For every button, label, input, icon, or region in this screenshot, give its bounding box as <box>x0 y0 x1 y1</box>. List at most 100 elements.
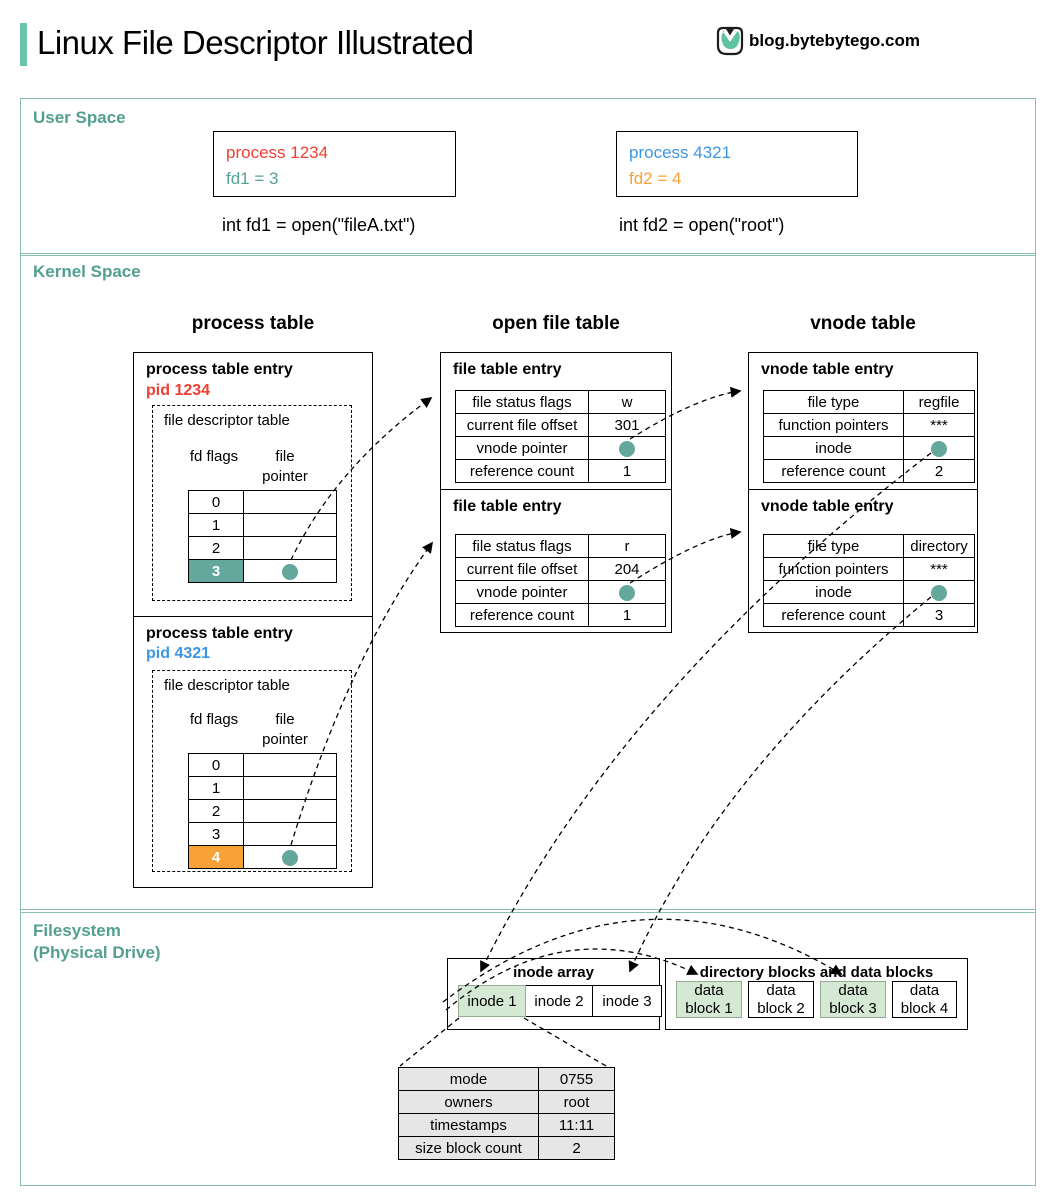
filesystem-label-line2: (Physical Drive) <box>33 943 161 963</box>
process-1234-fd: fd1 = 3 <box>226 169 279 189</box>
row-label: file status flags <box>455 534 589 558</box>
process-4321-title: process 4321 <box>629 143 732 162</box>
open-call-2: int fd2 = open("root") <box>619 215 785 235</box>
process-1234-box: process 1234 fd1 = 3 <box>213 131 456 197</box>
row-label: reference count <box>455 459 589 483</box>
brand-text: blog.bytebytego.com <box>749 31 920 50</box>
teal-dot-icon <box>931 440 947 457</box>
fd-table-2: 0 1 2 3 4 <box>188 753 337 869</box>
pointer-cell <box>243 753 337 777</box>
vnode-table-entry-2-title: vnode table entry <box>761 497 894 515</box>
fd-table-label-1: file descriptor table <box>164 412 290 429</box>
fd-cell: 1 <box>188 513 244 537</box>
row-value: 2 <box>538 1136 615 1160</box>
row-label: reference count <box>455 603 589 627</box>
page-title: Linux File Descriptor Illustrated <box>37 24 474 61</box>
file-pointer-header-1: file pointer <box>262 448 308 486</box>
open-file-table-title: open file table <box>492 313 620 334</box>
fd-cell: 0 <box>188 753 244 777</box>
row-label: reference count <box>763 603 904 627</box>
row-value: 1 <box>588 459 666 483</box>
pointer-cell <box>243 490 337 514</box>
row-label: vnode pointer <box>455 580 589 604</box>
row-label: mode <box>398 1067 539 1091</box>
row-value: w <box>588 390 666 414</box>
row-label: vnode pointer <box>455 436 589 460</box>
pointer-cell <box>243 822 337 846</box>
pointer-cell <box>243 845 337 869</box>
row-label: reference count <box>763 459 904 483</box>
row-value: root <box>538 1090 615 1114</box>
vnode-table-title: vnode table <box>810 313 916 334</box>
title-accent-bar <box>20 23 27 66</box>
process-1234-title: process 1234 <box>226 143 329 162</box>
row-label: file type <box>763 390 904 414</box>
row-value: directory <box>903 534 975 558</box>
row-value: 1 <box>588 603 666 627</box>
file-pointer-header-2: file pointer <box>262 711 308 749</box>
pointer-cell <box>243 513 337 537</box>
row-label: inode <box>763 436 904 460</box>
data-blocks-title: directory blocks and data blocks <box>699 964 934 981</box>
user-space-label: User Space <box>33 108 126 127</box>
data-block-cell: data block 3 <box>820 981 886 1018</box>
inode-cell: inode 2 <box>525 985 593 1017</box>
teal-dot-icon <box>282 563 298 580</box>
fd-cell: 0 <box>188 490 244 514</box>
row-value: *** <box>903 413 975 437</box>
row-value: r <box>588 534 666 558</box>
row-value <box>903 436 975 460</box>
fd-cell: 2 <box>188 536 244 560</box>
data-block-cell: data block 2 <box>748 981 814 1018</box>
vnode-table-entry-1-title: vnode table entry <box>761 361 894 378</box>
teal-dot-icon <box>619 584 635 601</box>
teal-dot-icon <box>282 849 298 866</box>
inode-array-cells: inode 1 inode 2 inode 3 <box>458 985 662 1017</box>
data-block-cell: data block 4 <box>892 981 957 1018</box>
row-label: size block count <box>398 1136 539 1160</box>
row-value: 3 <box>903 603 975 627</box>
teal-dot-icon <box>619 440 635 457</box>
data-block-cell: data block 1 <box>676 981 742 1018</box>
row-value <box>588 436 666 460</box>
pointer-cell <box>243 799 337 823</box>
row-label: timestamps <box>398 1113 539 1137</box>
bytebytego-logo-icon <box>716 26 744 61</box>
pointer-cell <box>243 776 337 800</box>
file-table-entry-1-title: file table entry <box>453 361 562 378</box>
row-value: 11:11 <box>538 1113 615 1137</box>
user-space-section <box>20 98 1036 256</box>
fd-flags-header-2: fd flags <box>189 711 239 728</box>
pointer-cell <box>243 536 337 560</box>
row-label: function pointers <box>763 413 904 437</box>
fd-flags-header-1: fd flags <box>189 448 239 465</box>
file-table-entry-2-title: file table entry <box>453 497 562 515</box>
process-table-entry-1-pid: pid 1234 <box>146 381 211 399</box>
row-value: 2 <box>903 459 975 483</box>
kernel-space-label: Kernel Space <box>33 262 141 281</box>
row-label: function pointers <box>763 557 904 581</box>
process-table-entry-2-title: process table entry <box>146 624 293 642</box>
row-value <box>903 580 975 604</box>
process-table-entry-1-title: process table entry <box>146 361 293 378</box>
row-label: owners <box>398 1090 539 1114</box>
process-table-title: process table <box>191 313 315 334</box>
fd-table-1: 0 1 2 3 <box>188 490 337 583</box>
row-label: current file offset <box>455 413 589 437</box>
row-value: 301 <box>588 413 666 437</box>
row-label: file status flags <box>455 390 589 414</box>
fd-cell: 3 <box>188 822 244 846</box>
process-4321-box: process 4321 fd2 = 4 <box>616 131 858 197</box>
fd-cell-active: 3 <box>188 559 244 583</box>
inode-array-title: inode array <box>513 964 594 981</box>
process-table-entry-2-pid: pid 4321 <box>146 645 211 663</box>
filesystem-label: Filesystem (Physical Drive) <box>33 920 161 964</box>
fd-cell: 2 <box>188 799 244 823</box>
row-value: 204 <box>588 557 666 581</box>
fd-cell-active: 4 <box>188 845 244 869</box>
